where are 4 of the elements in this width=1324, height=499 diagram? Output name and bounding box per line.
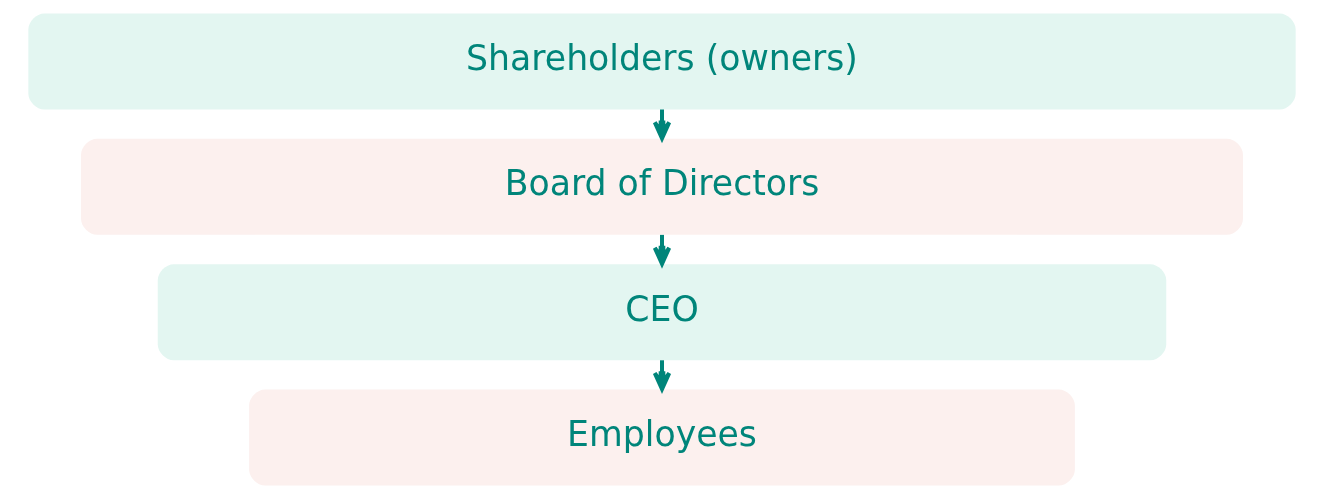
node-box: Board of Directors [81, 138, 1243, 235]
node-box: CEO [157, 264, 1167, 361]
node-box: Shareholders (owners) [28, 13, 1296, 110]
node-box: Employees [249, 389, 1075, 486]
